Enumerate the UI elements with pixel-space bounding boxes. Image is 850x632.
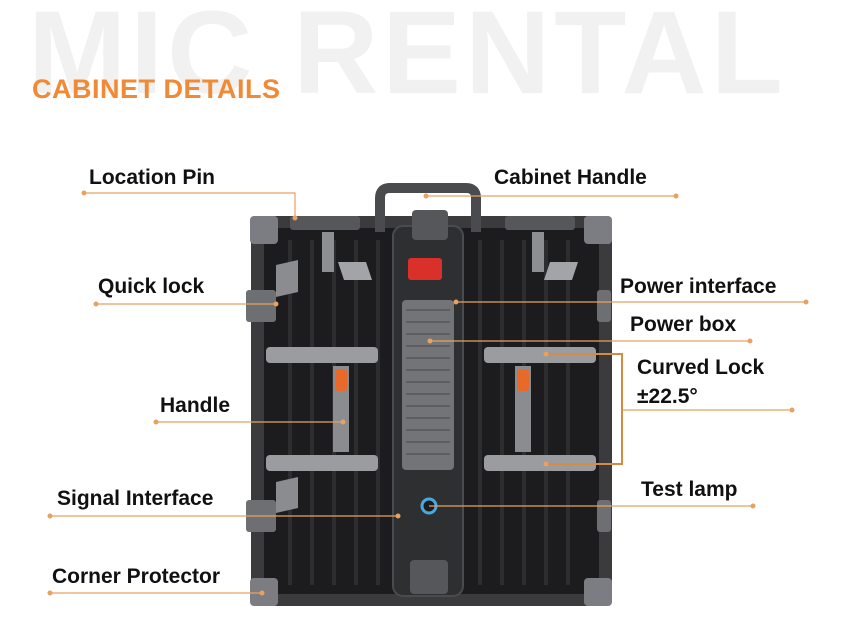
curved-lock-bracket <box>546 353 623 465</box>
quick-lock-right <box>597 290 611 322</box>
top-tab-right <box>544 262 578 280</box>
vent-left-upper <box>276 260 298 297</box>
label-test-lamp: Test lamp <box>641 478 738 501</box>
label-power-box: Power box <box>630 313 737 336</box>
top-tab-left <box>338 262 372 280</box>
corner-protector-tl <box>250 216 278 244</box>
handle-grip-right <box>517 369 529 391</box>
leader-lines <box>50 192 806 594</box>
label-quick-lock: Quick lock <box>98 275 205 298</box>
power-box-fins <box>402 300 454 470</box>
cabinet-illustration <box>246 183 612 606</box>
leader-dots <box>47 190 809 596</box>
lever-left-upper <box>266 347 378 363</box>
cabinet-ribs <box>288 240 570 585</box>
curved-lock-upper <box>484 347 596 363</box>
label-handle: Handle <box>160 394 231 417</box>
curved-lock-lower <box>484 455 596 471</box>
label-location-pin: Location Pin <box>89 166 215 189</box>
label-curved-lock-line2: ±22.5° <box>637 385 698 408</box>
leader-location-pin <box>84 192 296 218</box>
label-cabinet-handle: Cabinet Handle <box>494 166 647 189</box>
label-curved-lock-line1: Curved Lock <box>637 356 765 379</box>
location-pin-bracket <box>290 216 360 230</box>
top-clamp-left <box>322 232 334 272</box>
handle-grip-left <box>335 369 347 391</box>
power-box-cap <box>412 210 448 240</box>
lever-left-lower <box>266 455 378 471</box>
page-title: CABINET DETAILS <box>32 74 281 104</box>
bottom-clamp <box>410 560 448 594</box>
label-signal-interface: Signal Interface <box>57 487 214 510</box>
power-interface <box>408 258 442 280</box>
corner-protector-tr <box>584 216 612 244</box>
power-box-fin-lines <box>406 309 450 455</box>
side-lock-right-lower <box>597 500 611 532</box>
cabinet-handle <box>375 183 481 232</box>
quick-lock-left <box>246 290 276 322</box>
location-pin-bracket-right <box>505 216 575 230</box>
top-clamp-right <box>532 232 544 272</box>
watermark-text: MIC RENTAL <box>28 0 787 119</box>
corner-protector-br <box>584 578 612 606</box>
label-corner-protector: Corner Protector <box>52 565 221 588</box>
label-power-interface: Power interface <box>620 275 777 298</box>
vent-left-lower <box>276 477 298 513</box>
